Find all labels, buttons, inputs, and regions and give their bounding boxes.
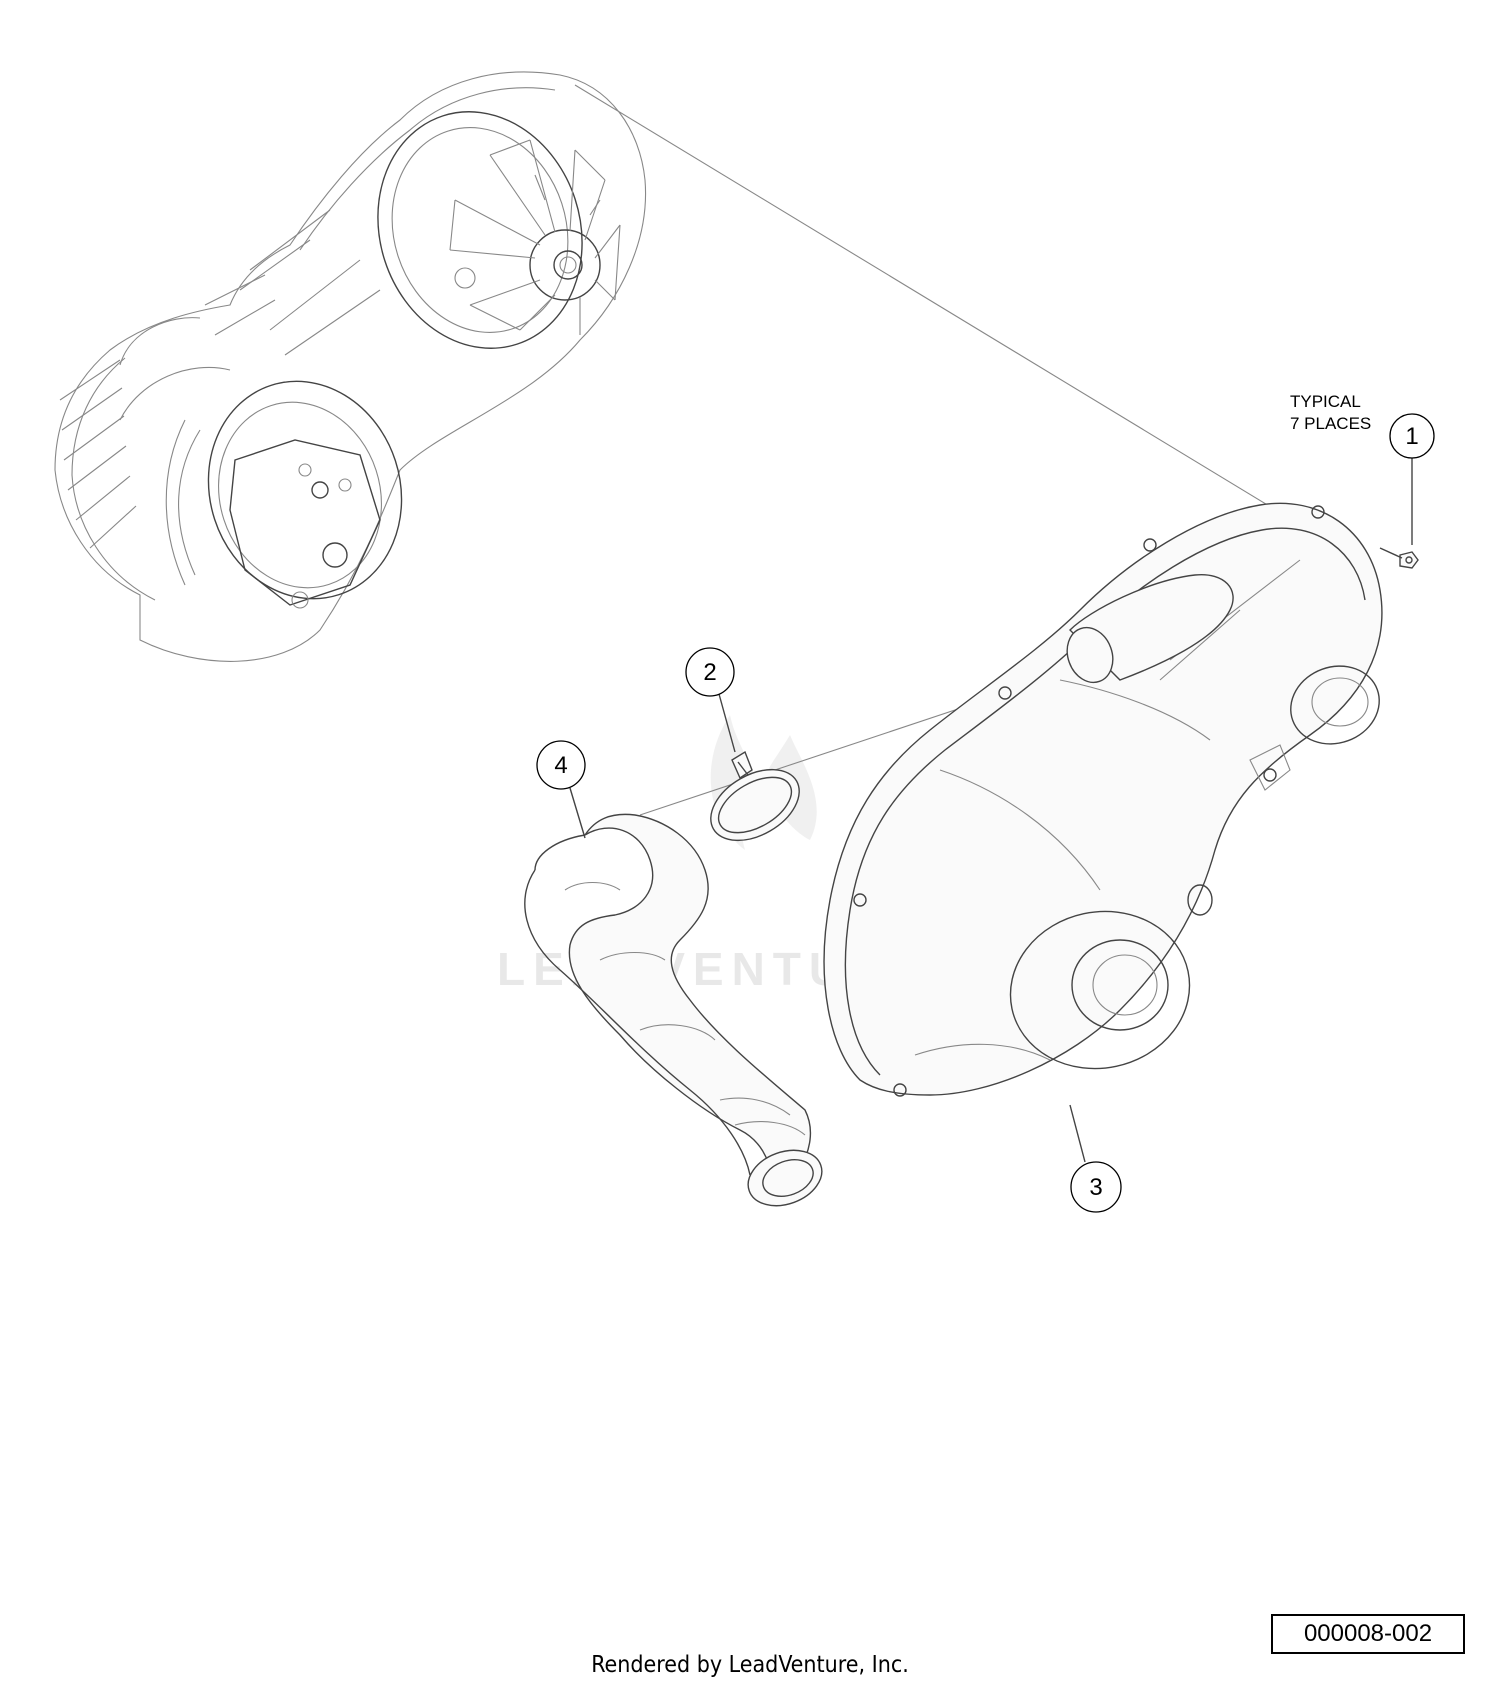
clutch-assembly-drawing	[54, 71, 647, 662]
clutch-cover-drawing	[823, 502, 1383, 1097]
note-line-1: TYPICAL	[1290, 392, 1361, 411]
alignment-line-clamp	[639, 694, 1001, 816]
alignment-line-bolt	[574, 84, 1351, 556]
bolt-drawing	[1379, 547, 1419, 569]
callout-1: 1	[1389, 413, 1435, 545]
intake-duct-drawing	[524, 813, 823, 1207]
callout-2-number: 2	[703, 659, 716, 686]
callout-1-number: 1	[1405, 423, 1418, 450]
callout-4: 4	[536, 740, 586, 839]
note-line-2: 7 PLACES	[1290, 414, 1371, 433]
callout-3-number: 3	[1089, 1174, 1102, 1201]
rendered-by-credit: Rendered by LeadVenture, Inc.	[591, 1652, 909, 1678]
clamp-drawing	[710, 750, 800, 842]
callout-3: 3	[1069, 1104, 1122, 1213]
callout-4-number: 4	[554, 752, 567, 779]
typical-note: TYPICAL 7 PLACES	[1290, 392, 1371, 433]
figure-id-box: 000008-002	[1271, 1614, 1465, 1654]
callout-2: 2	[685, 647, 736, 753]
